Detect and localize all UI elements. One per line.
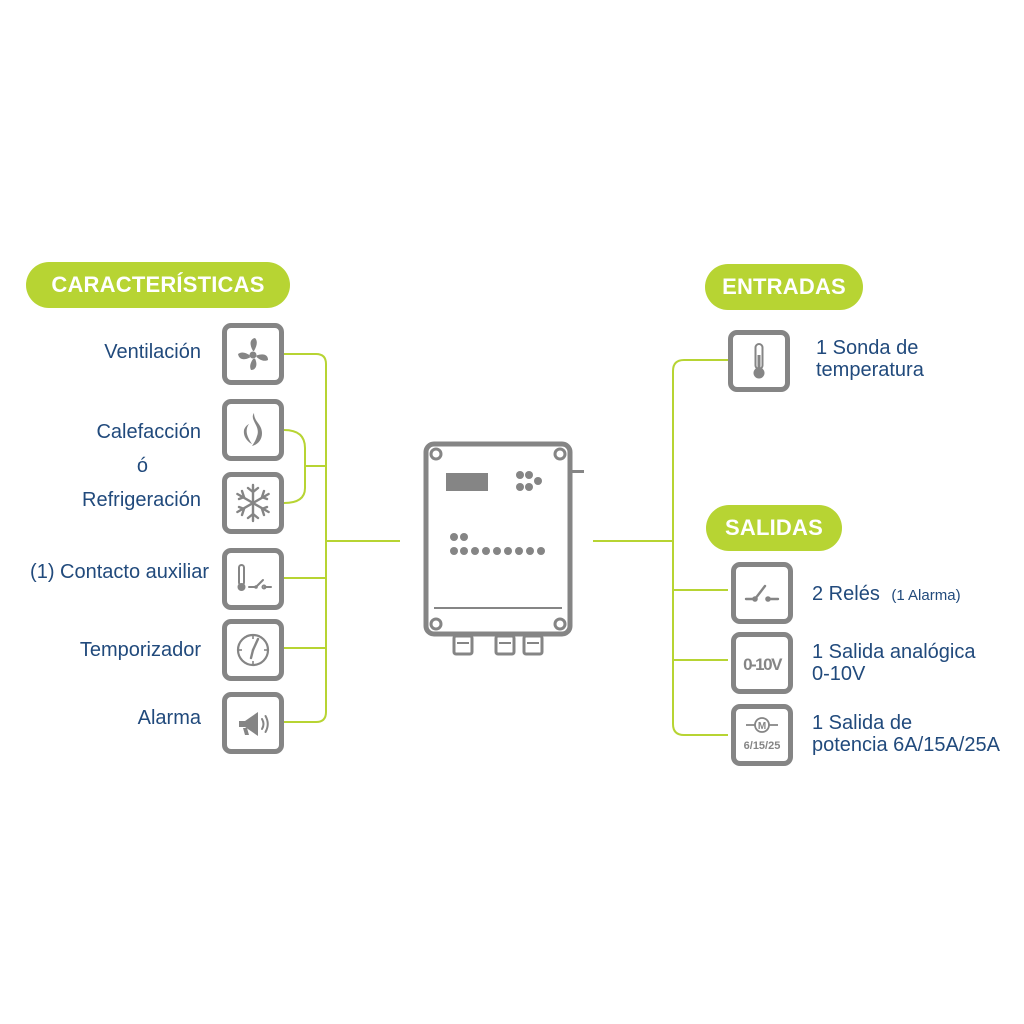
ventilacion-icon-box — [222, 323, 284, 385]
alarma-label: Alarma — [137, 707, 201, 729]
thermometer-icon — [753, 343, 765, 379]
thermostat-switch-icon — [237, 564, 272, 591]
potencia-label-line1: 1 Salida de — [812, 712, 913, 734]
controller-device-illustration — [423, 441, 584, 656]
motor-power-icon: M 6/15/25 — [744, 717, 781, 752]
analogica-icon-box: 0-10V — [731, 632, 793, 694]
analogica-label-line2: 0-10V — [812, 663, 866, 685]
right-connector-sonda — [672, 359, 728, 736]
salidas-heading: SALIDAS — [706, 505, 842, 551]
relay-switch-icon — [744, 584, 780, 602]
o-conjunction-label: ó — [136, 455, 148, 477]
refrigeracion-icon-box — [222, 472, 284, 534]
reles-icon-box — [731, 562, 793, 624]
reles-label-text: 2 Relés — [812, 583, 880, 605]
calefaccion-icon-box — [222, 399, 284, 461]
megaphone-icon — [239, 712, 269, 736]
reles-alarm-note: (1 Alarma) — [891, 587, 961, 604]
motor-icon-letter: M — [758, 721, 766, 732]
potencia-label-line2: potencia 6A/15A/25A — [812, 734, 1000, 756]
flame-icon — [243, 413, 262, 446]
analog-output-icon: 0-10V — [743, 655, 785, 674]
contacto-auxiliar-label: (1) Contacto auxiliar — [30, 561, 209, 583]
contacto-auxiliar-icon-box — [222, 548, 284, 610]
power-ratings-icon-text: 6/15/25 — [744, 740, 781, 752]
potencia-icon-box: M 6/15/25 — [731, 704, 793, 766]
analogica-label-line1: 1 Salida analógica — [812, 641, 976, 663]
analog-output-icon-text: 0-10V — [743, 655, 783, 674]
alarma-icon-box — [222, 692, 284, 754]
left-connector-calefaccion — [283, 429, 306, 504]
left-connector-ventilacion — [284, 353, 327, 723]
entradas-heading: ENTRADAS — [705, 264, 863, 310]
sonda-label-line2: temperatura — [816, 359, 924, 381]
temporizador-label: Temporizador — [79, 639, 201, 661]
calefaccion-label: Calefacción — [96, 421, 201, 443]
refrigeracion-label: Refrigeración — [82, 489, 201, 511]
sonda-icon-box — [728, 330, 790, 392]
caracteristicas-heading: CARACTERÍSTICAS — [26, 262, 290, 308]
snowflake-icon — [236, 483, 270, 523]
temporizador-icon-box — [222, 619, 284, 681]
reles-label: 2 Relés (1 Alarma) — [812, 583, 961, 607]
ventilacion-label: Ventilación — [104, 341, 201, 363]
sonda-label-line1: 1 Sonda de — [816, 337, 919, 359]
fan-icon — [238, 338, 268, 370]
clock-icon — [236, 633, 270, 667]
